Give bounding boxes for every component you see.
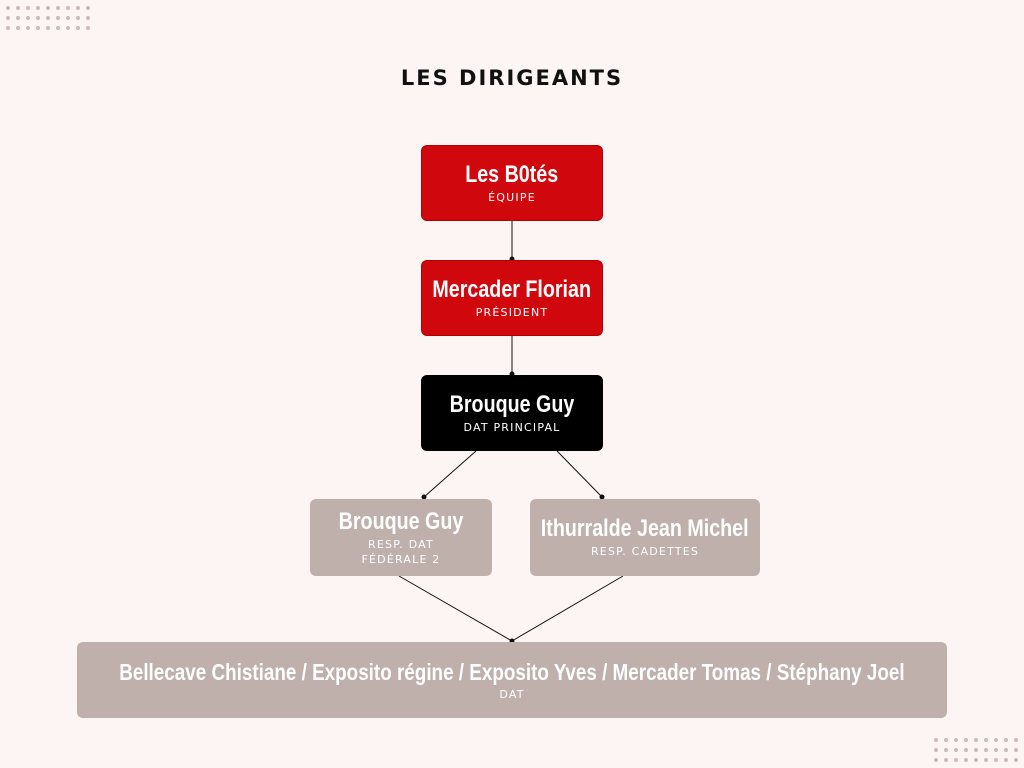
node-resp-dat-federale-2: Brouque Guy RESP. DAT FÉDÉRALE 2 xyxy=(310,499,492,576)
decor-dot xyxy=(964,738,968,742)
decor-dot xyxy=(86,26,90,30)
decor-dot xyxy=(56,16,60,20)
decor-dot xyxy=(1004,758,1008,762)
decor-dot xyxy=(974,738,978,742)
decor-dot xyxy=(1014,738,1018,742)
connector-resp-cadettes-dat xyxy=(511,575,624,642)
node-resp-cadettes: Ithurralde Jean Michel RESP. CADETTES xyxy=(530,499,760,576)
decor-dot xyxy=(964,748,968,752)
decor-dot xyxy=(26,6,30,10)
decor-dot xyxy=(954,738,958,742)
node-name: Bellecave Chistiane / Exposito régine / … xyxy=(119,658,905,685)
node-name: Brouque Guy xyxy=(449,390,575,418)
decor-dot xyxy=(36,16,40,20)
decor-dot xyxy=(46,6,50,10)
decor-dot xyxy=(36,26,40,30)
decor-dot xyxy=(944,738,948,742)
decorative-dots-bottom-right xyxy=(934,738,1018,762)
decor-dot xyxy=(16,6,20,10)
decor-dot xyxy=(56,6,60,10)
decor-dot xyxy=(954,748,958,752)
decor-dot xyxy=(16,26,20,30)
node-role: ÉQUIPE xyxy=(488,190,536,204)
page-title: LES DIRIGEANTS xyxy=(400,66,624,90)
node-team: Les B0tés ÉQUIPE xyxy=(421,145,603,221)
decor-dot xyxy=(984,738,988,742)
node-president: Mercader Florian PRÉSIDENT xyxy=(421,260,603,336)
decor-dot xyxy=(1004,748,1008,752)
decor-dot xyxy=(994,748,998,752)
decor-dot xyxy=(86,16,90,20)
decor-dot xyxy=(46,26,50,30)
node-name: Les B0tés xyxy=(465,160,559,188)
decor-dot xyxy=(86,6,90,10)
decor-dot xyxy=(934,738,938,742)
decor-dot xyxy=(46,16,50,20)
decor-dot xyxy=(964,758,968,762)
decor-dot xyxy=(954,758,958,762)
decor-dot xyxy=(1014,758,1018,762)
node-role: PRÉSIDENT xyxy=(475,305,549,319)
node-role: RESP. DAT FÉDÉRALE 2 xyxy=(361,537,441,566)
decor-dot xyxy=(974,748,978,752)
decor-dot xyxy=(66,26,70,30)
decor-dot xyxy=(56,26,60,30)
decor-dot xyxy=(974,758,978,762)
decor-dot xyxy=(934,758,938,762)
decor-dot xyxy=(6,16,10,20)
decorative-dots-top-left xyxy=(6,6,90,30)
connector-principal-resp-dat xyxy=(423,450,477,498)
decor-dot xyxy=(984,758,988,762)
node-role: DAT PRINCIPAL xyxy=(463,420,561,434)
decor-dot xyxy=(944,748,948,752)
node-dat-principal: Brouque Guy DAT PRINCIPAL xyxy=(421,375,603,451)
node-role: RESP. CADETTES xyxy=(590,545,700,558)
decor-dot xyxy=(76,26,80,30)
decor-dot xyxy=(66,16,70,20)
node-role: DAT xyxy=(499,687,525,701)
decor-dot xyxy=(76,16,80,20)
decor-dot xyxy=(26,26,30,30)
node-name: Ithurralde Jean Michel xyxy=(541,515,749,542)
decor-dot xyxy=(26,16,30,20)
connector-resp-dat-dat xyxy=(398,575,513,642)
decor-dot xyxy=(1014,748,1018,752)
decor-dot xyxy=(934,748,938,752)
decor-dot xyxy=(76,6,80,10)
decor-dot xyxy=(16,16,20,20)
decor-dot xyxy=(994,758,998,762)
connector-principal-resp-cadettes xyxy=(556,450,603,498)
node-name: Mercader Florian xyxy=(432,275,592,303)
decor-dot xyxy=(6,26,10,30)
decor-dot xyxy=(994,738,998,742)
decor-dot xyxy=(944,758,948,762)
decor-dot xyxy=(36,6,40,10)
node-dat: Bellecave Chistiane / Exposito régine / … xyxy=(77,642,947,718)
decor-dot xyxy=(1004,738,1008,742)
node-name: Brouque Guy xyxy=(338,507,464,535)
decor-dot xyxy=(984,748,988,752)
decor-dot xyxy=(6,6,10,10)
decor-dot xyxy=(66,6,70,10)
